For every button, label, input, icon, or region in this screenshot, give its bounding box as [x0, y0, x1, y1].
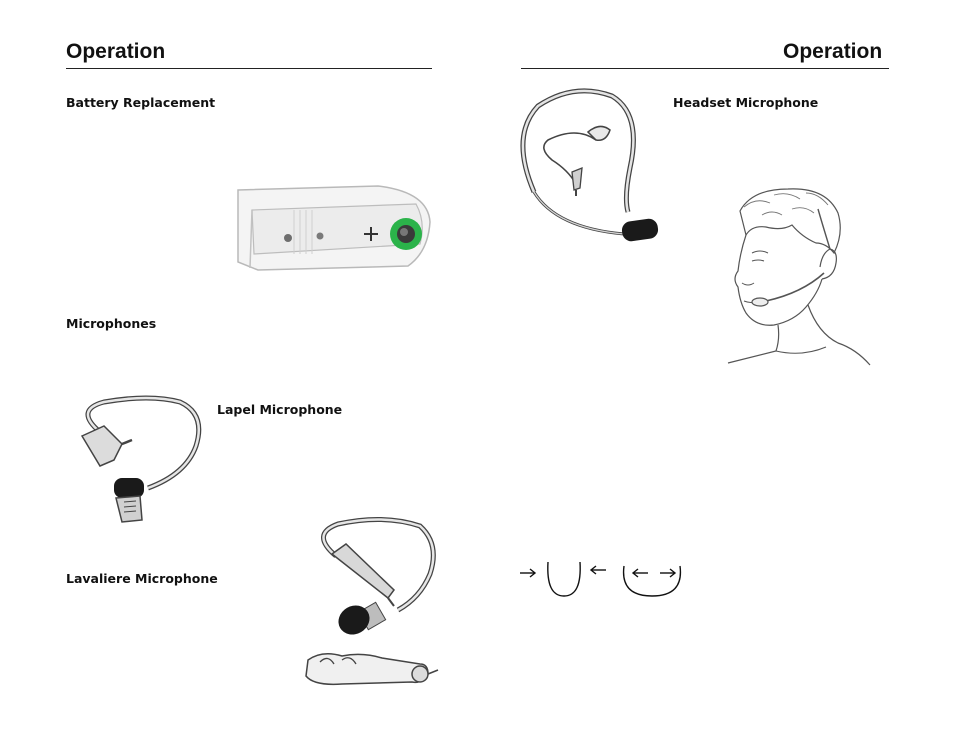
- lavaliere-microphone-illustration: [305, 517, 439, 686]
- adjustment-arrows-diagram: [520, 561, 682, 597]
- microphones-heading: Microphones: [66, 316, 157, 331]
- right-page-title: Operation: [783, 40, 883, 63]
- left-title-rule: [66, 68, 432, 69]
- battery-replacement-heading: Battery Replacement: [66, 95, 216, 110]
- lavaliere-microphone-label: Lavaliere Microphone: [66, 571, 218, 586]
- outward-arrows-bend-diagram: [622, 565, 682, 597]
- right-title-rule: [521, 68, 889, 69]
- headset-microphone-label: Headset Microphone: [673, 95, 819, 110]
- lapel-microphone-illustration: [80, 395, 202, 523]
- battery-compartment-illustration: [237, 185, 431, 271]
- left-page-title: Operation: [66, 40, 166, 63]
- lapel-microphone-label: Lapel Microphone: [217, 402, 343, 417]
- inward-arrows-bend-diagram: [520, 561, 606, 597]
- man-wearing-headset-illustration: [727, 188, 871, 366]
- headset-microphone-illustration: [520, 88, 659, 242]
